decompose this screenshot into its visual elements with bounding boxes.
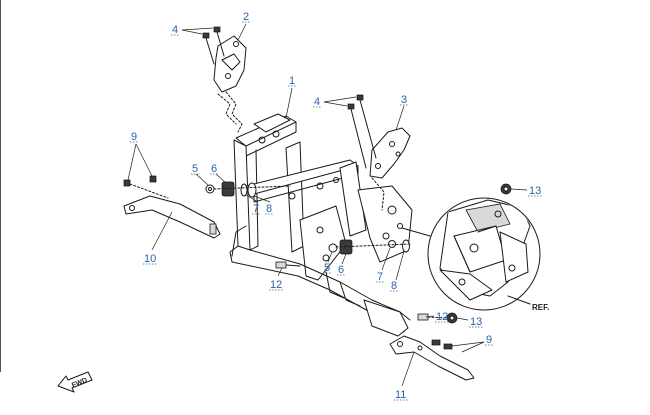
callout-11: 11 [395, 389, 406, 401]
callout-12-right: 12 [436, 311, 448, 323]
callout-2: 2 [243, 11, 249, 23]
callout-7-left: 7 [253, 203, 259, 215]
main-frame-assembly [229, 113, 413, 337]
callout-6-right: 6 [338, 264, 344, 276]
callout-8-right: 8 [391, 280, 397, 292]
upper-left-bracket [213, 35, 247, 93]
nut-13-lower [446, 312, 458, 324]
right-lower-rail-part [389, 335, 475, 381]
callout-13-upper: 13 [529, 185, 541, 197]
page-left-border [0, 0, 1, 372]
ref-label: REF. [532, 303, 549, 312]
callout-4-upper-left: 4 [172, 24, 178, 36]
left-fastener-stack [205, 181, 291, 198]
left-pin-12 [275, 261, 301, 269]
callout-4-upper-right: 4 [314, 96, 320, 108]
callout-1: 1 [289, 75, 295, 87]
callout-labels: 1 2 3 4 4 5 5 6 6 7 7 8 8 9 9 10 11 [130, 11, 543, 401]
callout-5-left: 5 [192, 163, 198, 175]
callout-9-right: 9 [486, 334, 492, 346]
left-lower-rail-part [123, 175, 221, 239]
callout-8-left: 8 [266, 203, 272, 215]
bolt-pair-upper-right [347, 94, 377, 169]
right-fastener-stack [328, 239, 411, 255]
callout-6-left: 6 [211, 163, 217, 175]
callout-12-left: 12 [270, 279, 282, 291]
callout-9-left: 9 [131, 131, 137, 143]
callout-5-right: 5 [324, 262, 330, 274]
callout-7-right: 7 [377, 271, 383, 283]
leader-lines [127, 23, 528, 387]
callout-3: 3 [401, 94, 407, 106]
callout-13-lower: 13 [470, 316, 482, 328]
upper-right-bracket [369, 127, 411, 179]
forward-direction-arrow: FWD [57, 371, 93, 393]
nut-13-upper [500, 183, 512, 195]
bolt-pair-upper-left [202, 26, 225, 65]
callout-10: 10 [144, 253, 156, 265]
detail-magnified-view [401, 197, 541, 311]
